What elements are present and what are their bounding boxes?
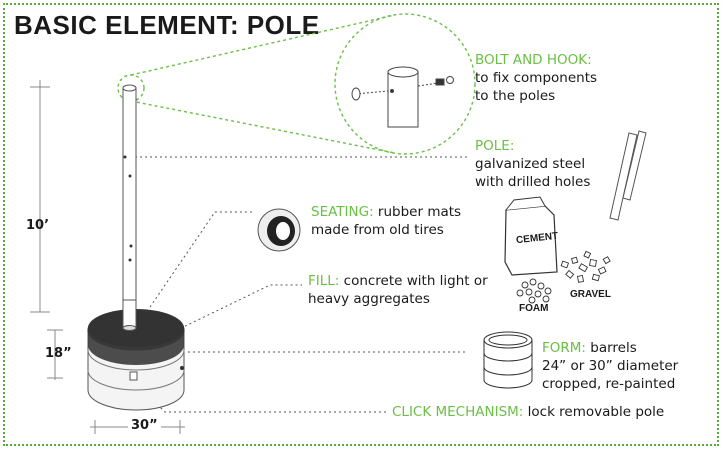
- pole-drawing: [122, 84, 137, 329]
- seating-callout: SEATING: rubber mats made from old tires: [311, 203, 461, 239]
- bolt-line-2: to the poles: [475, 88, 556, 104]
- diagram-frame: [3, 3, 719, 446]
- click-callout: CLICK MECHANISM: lock removable pole: [392, 403, 664, 421]
- pole-pieces-drawing: [609, 130, 647, 221]
- seating-line-2: made from old tires: [311, 222, 444, 238]
- diameter-dimension-label: 30”: [128, 418, 161, 433]
- form-heading: FORM:: [542, 340, 586, 356]
- tire-drawing: [257, 208, 301, 252]
- cement-bag-drawing: [504, 196, 558, 276]
- barrel-base-drawing: [87, 299, 185, 411]
- form-text: barrels: [590, 340, 637, 356]
- gravel-drawing: [560, 250, 611, 283]
- fill-heading: FILL:: [308, 273, 340, 289]
- form-line-2: 24” or 30” diameter: [542, 358, 679, 374]
- foam-drawing: [516, 278, 552, 304]
- seating-text: rubber mats: [377, 204, 462, 220]
- height-dimension-label: 10’: [26, 218, 50, 233]
- click-text: lock removable pole: [527, 404, 665, 420]
- bolt-callout: BOLT AND HOOK: to fix components to the …: [475, 51, 597, 105]
- bolt-hook-drawing: [351, 66, 454, 128]
- seating-heading: SEATING:: [311, 204, 374, 220]
- zoom-callout: [117, 13, 476, 155]
- click-heading: CLICK MECHANISM:: [392, 404, 524, 420]
- form-barrel-drawing: [483, 331, 533, 389]
- fill-callout: FILL: concrete with light or heavy aggre…: [308, 272, 488, 308]
- form-callout: FORM: barrels 24” or 30” diameter croppe…: [542, 339, 678, 393]
- pole-callout: POLE: galvanized steel with drilled hole…: [475, 137, 590, 191]
- fill-text: concrete with light or: [343, 273, 488, 289]
- form-line-3: cropped, re-painted: [542, 376, 676, 392]
- foam-label: FOAM: [519, 303, 549, 314]
- pole-line-1: galvanized steel: [475, 156, 586, 172]
- pole-line-2: with drilled holes: [475, 174, 591, 190]
- bolt-heading: BOLT AND HOOK:: [475, 52, 592, 68]
- gravel-label: GRAVEL: [570, 289, 611, 300]
- bolt-line-1: to fix components: [475, 70, 598, 86]
- base-height-dimension-label: 18”: [45, 346, 72, 361]
- pole-heading: POLE:: [475, 138, 515, 154]
- page-title: BASIC ELEMENT: POLE: [14, 10, 320, 40]
- fill-line-2: heavy aggregates: [308, 291, 430, 307]
